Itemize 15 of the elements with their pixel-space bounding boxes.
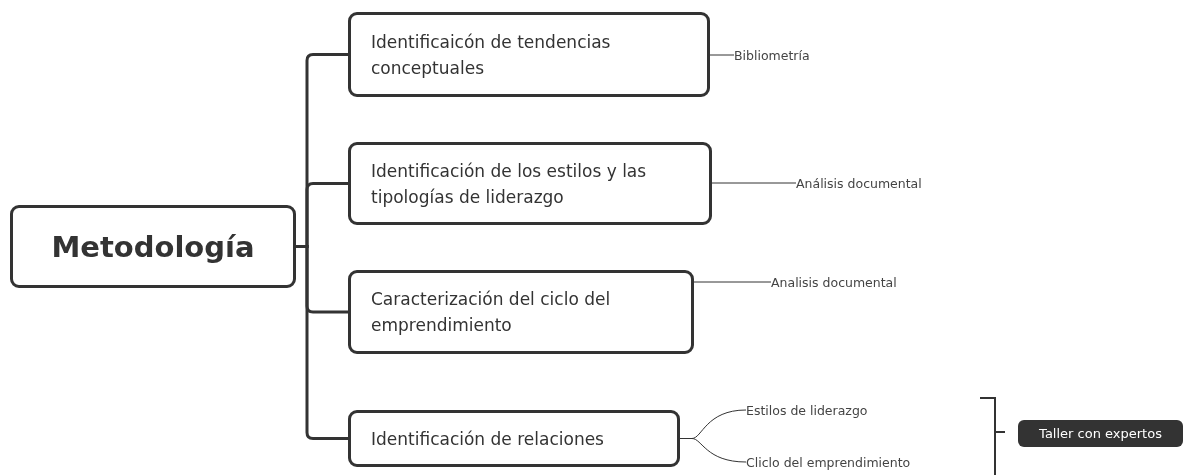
connector-line <box>693 281 772 283</box>
branch-label: Bibliometría <box>734 45 844 65</box>
connector-line <box>709 54 735 56</box>
process-box: Identificaicón de tendencias conceptuales <box>348 12 710 97</box>
process-box: Identificación de los estilos y las tipologías de liderazgo <box>348 142 712 225</box>
topic-box: Metodología <box>10 205 296 288</box>
process-box: Identificación de relaciones <box>348 410 680 467</box>
branch-label: Analisis documental <box>771 272 931 292</box>
branch-label: Cliclo del emprendimiento <box>746 450 978 474</box>
connector-line <box>679 438 747 463</box>
connector-line <box>711 182 797 184</box>
tag-label: Taller con expertos <box>1018 420 1183 447</box>
process-box: Caracterización del ciclo del emprendimiento <box>348 270 694 354</box>
branch-label: Análisis documental <box>796 173 956 193</box>
branch-label: Estilos de liderazgo <box>746 396 978 424</box>
